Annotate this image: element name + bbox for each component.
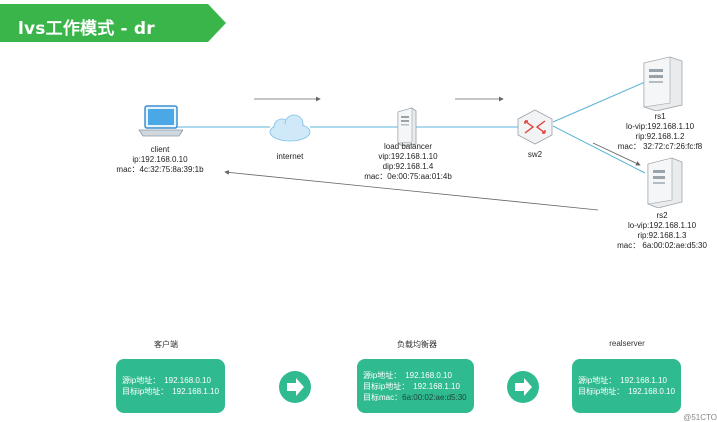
box2-src-value: 192.168.0.10 [405, 371, 452, 380]
switch-icon [516, 108, 554, 151]
rs1-label: rs1 lo-vip:192.168.1.10 rip:92.168.1.2 m… [606, 112, 714, 152]
rs1-mac: mac： 32:72:c7:26:fc:f8 [617, 142, 703, 151]
banner-shape [0, 4, 226, 42]
box2-src-row: 源ip地址：192.168.0.10 [363, 370, 474, 381]
client-name: client [150, 145, 170, 154]
lb-dip: dip:92.168.1.4 [382, 162, 434, 171]
client-mac: mac：4c:32:75:8a:39:1b [116, 165, 204, 174]
box2-mac-label: 目标mac： [363, 393, 403, 402]
col-rs-head: realserver [609, 339, 645, 348]
rs1-server-icon [640, 55, 686, 116]
rs1-rip: rip:92.168.1.2 [635, 132, 685, 141]
client-label: client ip:192.168.0.10 mac：4c:32:75:8a:3… [110, 145, 210, 175]
watermark: @51CTO [683, 413, 717, 422]
rs2-rip: rip:92.168.1.3 [637, 231, 687, 240]
box1-dst-label: 目标ip地址： [122, 387, 169, 396]
rs2-server-icon [644, 156, 686, 213]
box2-mac-row: 目标mac：6a:00:02:ae:d5:30 [363, 392, 474, 403]
flow-arrow-3 [592, 142, 641, 166]
rs2-lovip: lo-vip:192.168.1.10 [627, 221, 697, 230]
packet-box-realserver: 源ip地址：192.168.1.10 目标ip地址：192.168.0.10 [572, 359, 681, 413]
box3-dst-label: 目标ip地址： [578, 387, 625, 396]
arrow-right-icon [279, 371, 311, 403]
col-lb-head: 负载均衡器 [397, 340, 437, 349]
box2-dst-value: 192.168.1.10 [413, 382, 460, 391]
box3-src-label: 源ip地址： [578, 376, 617, 385]
box1-dst-row: 目标ip地址：192.168.1.10 [122, 386, 225, 397]
box3-dst-value: 192.168.0.10 [628, 387, 675, 396]
box2-dst-label: 目标ip地址： [363, 382, 410, 391]
packet-box-lb: 源ip地址：192.168.0.10 目标ip地址：192.168.1.10 目… [357, 359, 474, 413]
laptop-icon [137, 104, 184, 145]
box1-src-value: 192.168.0.10 [164, 376, 211, 385]
page-title: lvs工作模式 - dr [18, 19, 155, 39]
rs1-lovip: lo-vip:192.168.1.10 [625, 122, 695, 131]
link-sw-rs2 [552, 125, 646, 174]
lb-name: load balancer [383, 142, 433, 151]
cloud-icon [266, 114, 314, 149]
box1-src-label: 源ip地址： [122, 376, 161, 385]
link-sw-rs1 [552, 81, 646, 123]
box2-dst-row: 目标ip地址：192.168.1.10 [363, 381, 474, 392]
return-arrow [224, 170, 599, 211]
rs2-name: rs2 [656, 211, 668, 220]
box3-dst-row: 目标ip地址：192.168.0.10 [578, 386, 681, 397]
box3-src-value: 192.168.1.10 [620, 376, 667, 385]
box1-src-row: 源ip地址：192.168.0.10 [122, 375, 225, 386]
lb-vip: vip:192.168.1.10 [378, 152, 438, 161]
rs2-label: rs2 lo-vip:192.168.1.10 rip:92.168.1.3 m… [608, 211, 716, 251]
client-ip: ip:192.168.0.10 [132, 155, 188, 164]
switch-label: sw2 [527, 150, 543, 159]
lb-label: load balancer vip:192.168.1.10 dip:92.16… [356, 142, 460, 182]
internet-label: internet [276, 152, 304, 161]
rs1-name: rs1 [654, 112, 666, 121]
lb-mac: mac：0e:00:75:aa:01:4b [364, 172, 452, 181]
packet-box-client: 源ip地址：192.168.0.10 目标ip地址：192.168.1.10 [116, 359, 225, 413]
box2-mac-value: 6a:00:02:ae:d5:30 [402, 393, 467, 402]
col-client-head: 客户端 [154, 340, 178, 349]
box2-src-label: 源ip地址： [363, 371, 402, 380]
box1-dst-value: 192.168.1.10 [172, 387, 219, 396]
title-banner: lvs工作模式 - dr [0, 4, 226, 42]
arrow-right-icon [507, 371, 539, 403]
box3-src-row: 源ip地址：192.168.1.10 [578, 375, 681, 386]
load-balancer-server-icon [396, 106, 418, 151]
rs2-mac: mac： 6a:00:02:ae:d5:30 [617, 241, 707, 250]
